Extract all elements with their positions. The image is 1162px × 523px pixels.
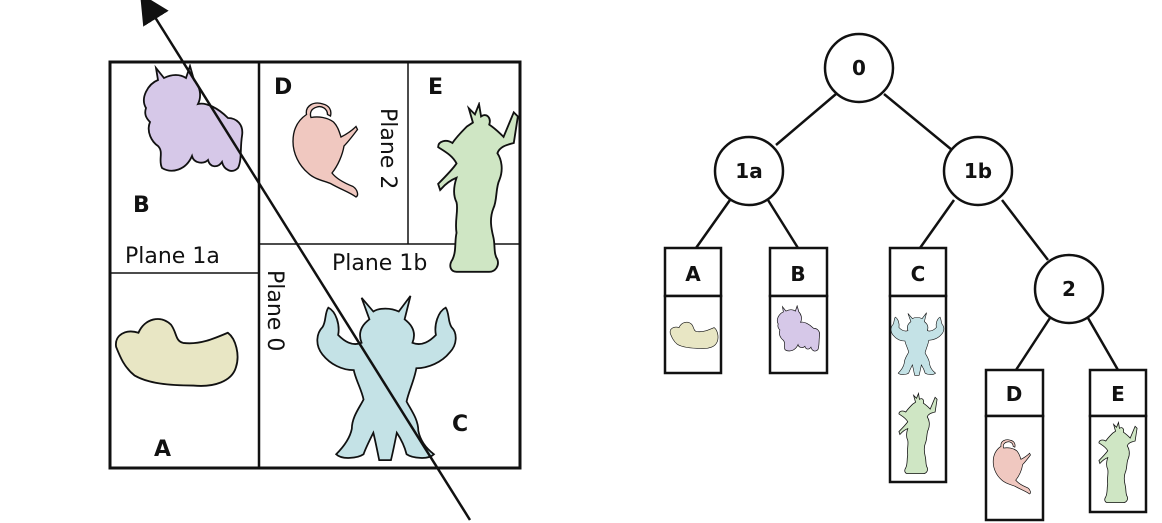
tree-node-2: 2: [1033, 253, 1105, 325]
plane-1a-label: Plane 1a: [125, 244, 220, 269]
plane-2-label: Plane 2: [375, 108, 400, 189]
region-label-a: A: [154, 437, 171, 462]
tree-node-0-label: 0: [852, 56, 866, 80]
edge-1a-a: [694, 199, 732, 249]
bsp-tree: [694, 93, 1120, 371]
tree-node-2-label: 2: [1062, 277, 1076, 301]
leaf-c: C: [888, 246, 948, 484]
tree-node-1a: 1a: [713, 135, 785, 207]
ray-arrow-icon: [140, 0, 472, 521]
tree-node-1a-label: 1a: [735, 159, 762, 183]
tree-node-1b-label: 1b: [964, 159, 992, 183]
angel-icon: [437, 103, 519, 273]
leaf-a: A: [663, 246, 723, 375]
leaf-d-label: D: [1006, 382, 1023, 406]
edge-1b-2: [1001, 199, 1049, 261]
plane-1b-label: Plane 1b: [332, 251, 427, 276]
edge-0-1b: [883, 93, 953, 151]
edge-1a-b: [766, 199, 800, 249]
region-label-e: E: [428, 75, 443, 100]
region-label-d: D: [274, 75, 292, 100]
leaf-b: B: [768, 246, 829, 375]
edge-2-e: [1086, 317, 1120, 371]
edge-2-d: [1014, 317, 1052, 371]
duck-icon: [114, 318, 239, 387]
scene-panel: B A D E C Plane 1a Plane 1b Plane 0 Plan…: [108, 0, 522, 521]
leaf-b-label: B: [790, 262, 805, 286]
scene-frame: [108, 60, 522, 470]
region-label-b: B: [133, 193, 150, 218]
armadillo-icon: [316, 294, 457, 462]
leaf-d: D: [984, 368, 1045, 522]
cow-icon: [143, 65, 244, 172]
region-label-c: C: [452, 412, 468, 437]
edge-0-1a: [775, 93, 837, 146]
plane-0-label: Plane 0: [262, 270, 287, 351]
edge-1b-c: [918, 199, 956, 249]
leaf-c-label: C: [911, 262, 926, 286]
leaf-e: E: [1088, 368, 1148, 514]
leaf-e-label: E: [1111, 382, 1125, 406]
tree-node-1b: 1b: [942, 135, 1014, 207]
teapot-icon: [292, 102, 359, 198]
tree-node-0: 0: [823, 32, 895, 104]
leaf-a-label: A: [685, 262, 701, 286]
